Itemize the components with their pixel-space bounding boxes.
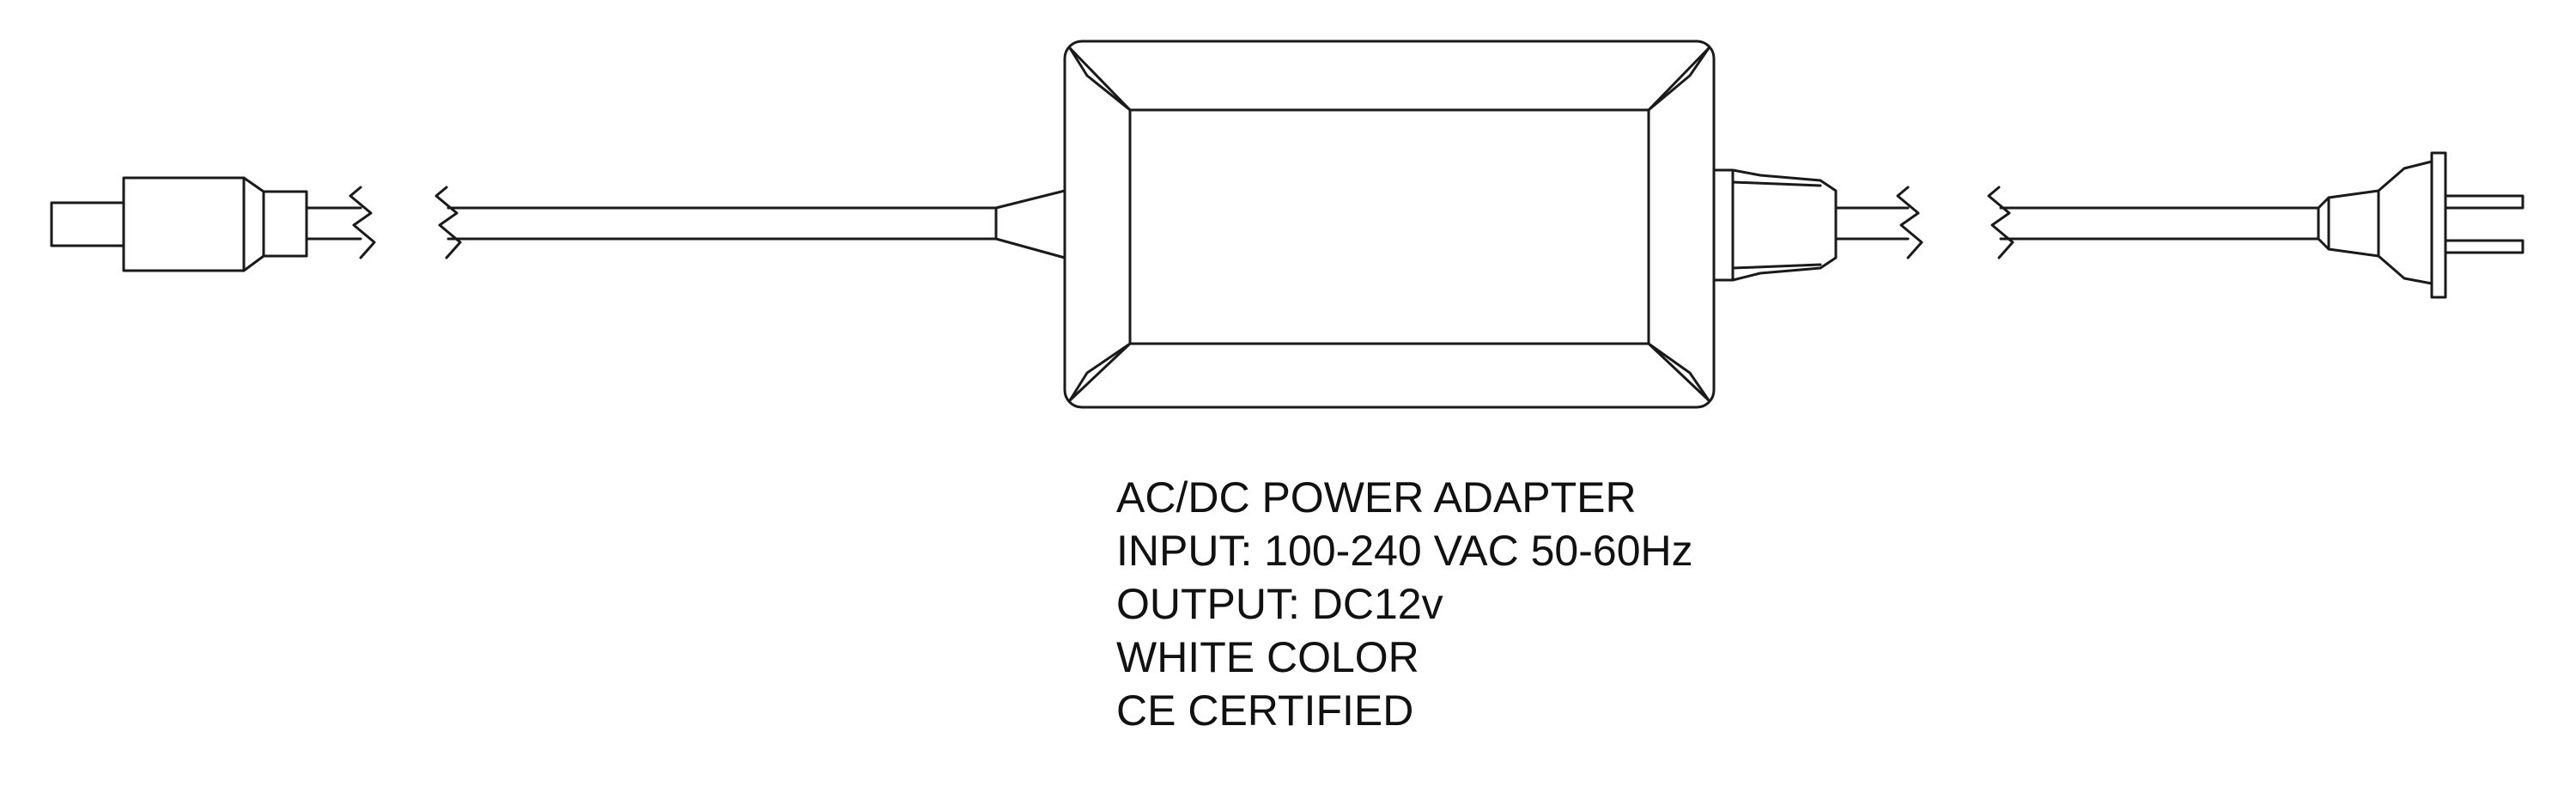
dc-plug-collar xyxy=(264,192,307,256)
wall-plug-prong-top xyxy=(2445,196,2523,208)
dc-plug-body xyxy=(124,178,244,271)
ac-cable xyxy=(2001,208,2318,239)
dc-strain-relief xyxy=(996,191,1065,258)
wall-plug-face xyxy=(2432,153,2445,297)
cable-break-mark xyxy=(1898,187,1922,258)
wall-plug xyxy=(2318,153,2523,297)
ac-connector-body xyxy=(1733,170,1836,280)
cable-break-mark xyxy=(436,187,460,258)
dc-plug-tip xyxy=(52,203,124,246)
spec-output: OUTPUT: DC12v xyxy=(1116,580,1443,628)
cable-break-mark xyxy=(350,187,374,258)
adapter-inner-panel xyxy=(1130,110,1649,344)
spec-text-block: AC/DC POWER ADAPTER INPUT: 100-240 VAC 5… xyxy=(1116,471,1975,737)
spec-input: INPUT: 100-240 VAC 50-60Hz xyxy=(1116,527,1693,575)
ac-cable-stub xyxy=(1836,187,1922,258)
spec-certification: CE CERTIFIED xyxy=(1116,686,1414,735)
dc-plug-taper xyxy=(244,178,264,271)
ac-input-connector xyxy=(1714,170,1836,280)
dc-barrel-plug xyxy=(52,178,307,271)
cable-break-mark xyxy=(1989,187,2013,258)
ac-connector-base xyxy=(1714,170,1733,280)
wall-plug-body xyxy=(2318,162,2432,284)
dc-cable-stub xyxy=(307,187,374,258)
spec-title: AC/DC POWER ADAPTER xyxy=(1116,473,1637,522)
spec-color: WHITE COLOR xyxy=(1116,633,1419,681)
adapter-box xyxy=(1065,41,1714,407)
wall-plug-prong-bottom xyxy=(2445,241,2523,253)
adapter-outer-shell xyxy=(1065,41,1714,407)
dc-output-cable xyxy=(448,191,1065,258)
